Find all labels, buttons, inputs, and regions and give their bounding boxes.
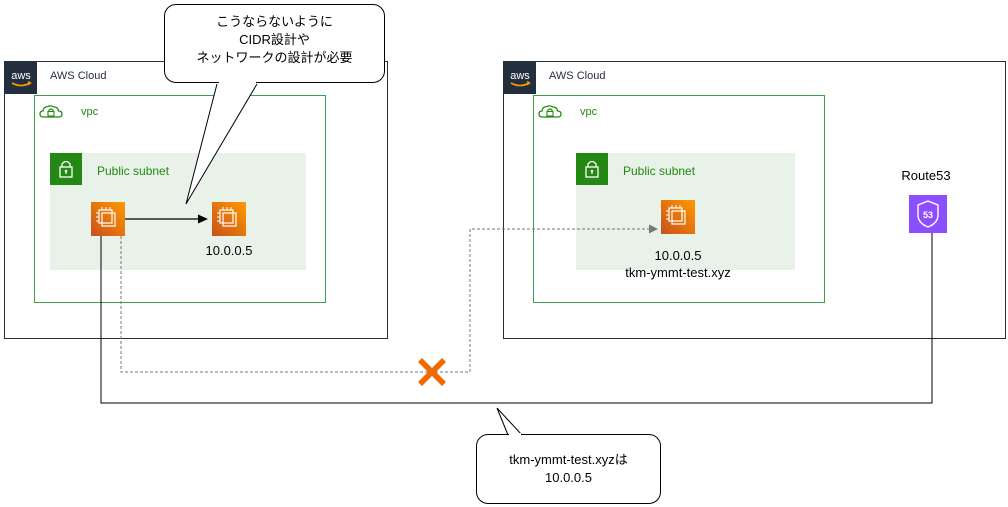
bottom-callout-joint (509, 433, 521, 436)
vpc-cloud-lock-icon (534, 96, 566, 128)
svg-text:aws: aws (11, 70, 31, 82)
svg-text:53: 53 (923, 210, 933, 220)
bottom-callout-text: tkm-ymmt-test.xyzは 10.0.0.5 (476, 451, 661, 487)
top-callout (164, 4, 385, 83)
callout-line: tkm-ymmt-test.xyzは (509, 452, 628, 467)
callout-line: 10.0.0.5 (545, 470, 592, 485)
svg-text:aws: aws (510, 70, 530, 82)
left-aws-cloud-group: aws AWS Cloud vpc Public subn (4, 61, 388, 339)
route53-label: Route53 (901, 168, 951, 183)
ec2-instance-icon (661, 200, 695, 234)
aws-cloud-label: AWS Cloud (549, 70, 606, 82)
ec2-instance-icon (91, 202, 125, 236)
vpc-label: vpc (81, 106, 99, 118)
route53-icon: 53 (909, 195, 947, 233)
callout-line: CIDR設計や (239, 32, 310, 47)
subnet-label: Public subnet (97, 164, 170, 178)
left-public-subnet: Public subnet (50, 153, 306, 270)
bottom-callout (476, 434, 661, 504)
subnet-lock-icon (50, 153, 82, 185)
vpc-cloud-lock-icon (35, 96, 67, 128)
left-instance-ip: 10.0.0.5 (205, 243, 253, 258)
vpc-label: vpc (580, 106, 598, 118)
left-vpc-group: vpc Public subnet (34, 95, 326, 303)
callout-line: こうならないように (216, 14, 333, 29)
subnet-lock-icon (576, 153, 608, 185)
right-instance-ip: 10.0.0.5 (654, 248, 702, 263)
top-callout-joint (219, 81, 256, 84)
aws-logo-icon: aws (504, 62, 536, 94)
ec2-instance-icon (212, 202, 246, 236)
top-callout-text: こうならないように CIDR設計や ネットワークの設計が必要 (164, 13, 385, 67)
right-instance-domain: tkm-ymmt-test.xyz (625, 265, 731, 280)
callout-line: ネットワークの設計が必要 (196, 50, 353, 65)
subnet-label: Public subnet (623, 164, 696, 178)
cross-x-icon (412, 352, 452, 392)
aws-cloud-label: AWS Cloud (50, 70, 107, 82)
bottom-callout-tail (496, 407, 523, 436)
aws-logo-icon: aws (5, 62, 37, 94)
